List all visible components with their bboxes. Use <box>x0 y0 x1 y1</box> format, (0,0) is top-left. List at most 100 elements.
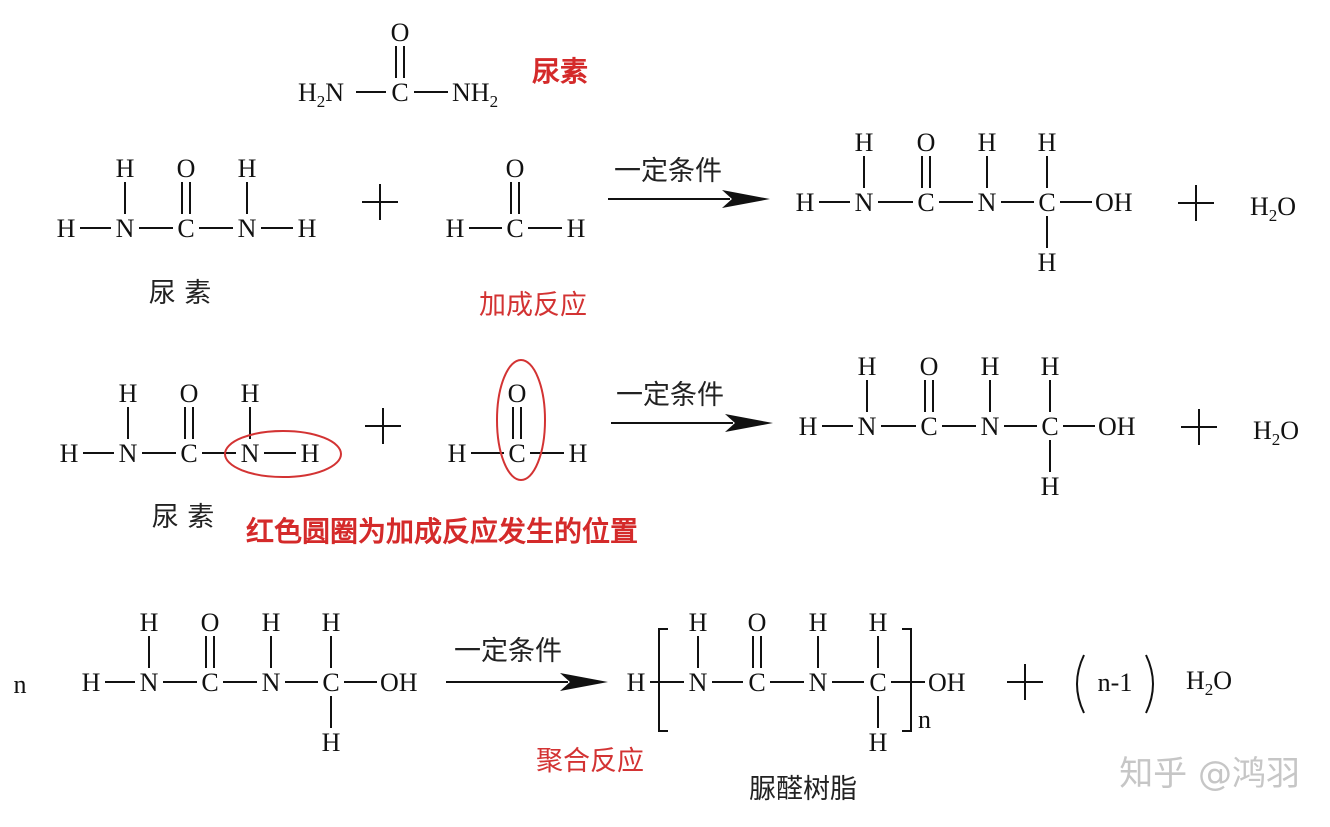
atom-n: N <box>978 188 997 217</box>
atom-h: H <box>448 439 467 468</box>
atom-n: N <box>689 668 708 697</box>
atom-h: H <box>1041 352 1060 381</box>
atom-h: H <box>627 668 646 697</box>
atom-o: O <box>506 154 525 183</box>
atom-c: C <box>1038 188 1055 217</box>
atom-h: H <box>869 608 888 637</box>
atom-c: C <box>322 668 339 697</box>
paren-right <box>1145 654 1154 714</box>
water-coefficient: n-1 <box>1098 668 1133 697</box>
atom-h: H <box>119 379 138 408</box>
atom-oh: OH <box>1095 188 1133 217</box>
reaction-type-addition: 加成反应 <box>479 290 587 321</box>
atom-o: O <box>508 379 527 408</box>
atom-h: H <box>1038 128 1057 157</box>
reactant-label-urea: 尿 素 <box>152 502 215 533</box>
atom-o: O <box>748 608 767 637</box>
atom-c: C <box>1041 412 1058 441</box>
stoichiometric-coefficient-n: n <box>14 670 27 699</box>
atom-h: H <box>322 728 341 757</box>
atom-h: H <box>140 608 159 637</box>
formula-part: O <box>1280 416 1299 445</box>
atom-n: N <box>241 439 260 468</box>
formula-part: H <box>1250 192 1269 221</box>
atom-h: H <box>57 214 76 243</box>
atom-c: C <box>391 78 408 107</box>
product-label-resin: 脲醛树脂 <box>749 774 857 805</box>
paren-left <box>1076 654 1085 714</box>
atom-h: H <box>869 728 888 757</box>
atom-c: C <box>508 439 525 468</box>
polymer-bracket-right <box>902 628 912 732</box>
atom-h: H <box>1038 248 1057 277</box>
atom-o: O <box>201 608 220 637</box>
atom-h: H <box>322 608 341 637</box>
watermark-text: 知乎 @鸿羽 <box>1119 754 1300 794</box>
atom-oh: OH <box>380 668 418 697</box>
atom-h: H <box>689 608 708 637</box>
atom-n: N <box>140 668 159 697</box>
formula: H2O <box>1250 192 1296 225</box>
reaction-arrow-head <box>722 190 770 208</box>
subscript-2: 2 <box>1269 206 1278 225</box>
atom-n: N <box>981 412 1000 441</box>
atom-n: N <box>116 214 135 243</box>
atom-c: C <box>869 668 886 697</box>
atom-o: O <box>917 128 936 157</box>
atom-c: C <box>920 412 937 441</box>
atom-oh: OH <box>928 668 966 697</box>
subscript-2: 2 <box>317 92 326 111</box>
formula: H2N <box>298 78 344 111</box>
atom-h: H <box>799 412 818 441</box>
reaction-arrow-head <box>725 414 773 432</box>
repeat-count-n: n <box>918 705 931 734</box>
atom-h: H <box>981 352 1000 381</box>
reaction-condition: 一定条件 <box>614 156 722 187</box>
atom-h: H <box>978 128 997 157</box>
formula-part: N <box>325 78 344 107</box>
atom-c: C <box>506 214 523 243</box>
atom-oh: OH <box>1098 412 1136 441</box>
polymer-bracket-left <box>658 628 668 732</box>
formula-part: H <box>1186 666 1205 695</box>
atom-c: C <box>748 668 765 697</box>
reaction-type-polymerization: 聚合反应 <box>536 746 644 777</box>
atom-h: H <box>262 608 281 637</box>
atom-h: H <box>809 608 828 637</box>
atom-h: H <box>796 188 815 217</box>
atom-o: O <box>177 154 196 183</box>
reaction-condition: 一定条件 <box>454 636 562 667</box>
atom-n: N <box>238 214 257 243</box>
atom-h: H <box>82 668 101 697</box>
atom-h: H <box>446 214 465 243</box>
atom-h: H <box>855 128 874 157</box>
atom-n: N <box>855 188 874 217</box>
urea-title: 尿素 <box>532 55 588 88</box>
formula-part: H <box>1253 416 1272 445</box>
formula: H2O <box>1186 666 1232 699</box>
formula-part: H <box>298 78 317 107</box>
atom-h: H <box>858 352 877 381</box>
atom-n: N <box>119 439 138 468</box>
atom-n: N <box>262 668 281 697</box>
formula: H2O <box>1253 416 1299 449</box>
reaction-condition: 一定条件 <box>616 380 724 411</box>
subscript-2: 2 <box>1205 680 1214 699</box>
atom-o: O <box>180 379 199 408</box>
atom-h: H <box>569 439 588 468</box>
atom-n: N <box>858 412 877 441</box>
atom-h: H <box>567 214 586 243</box>
formula-part: O <box>1277 192 1296 221</box>
atom-o: O <box>391 18 410 47</box>
addition-site-note: 红色圆圈为加成反应发生的位置 <box>246 515 638 548</box>
formula-part: NH <box>452 78 490 107</box>
subscript-2: 2 <box>1272 430 1281 449</box>
atom-c: C <box>180 439 197 468</box>
atom-n: N <box>809 668 828 697</box>
atom-h: H <box>241 379 260 408</box>
atom-h: H <box>301 439 320 468</box>
atom-h: H <box>298 214 317 243</box>
formula: NH2 <box>452 78 498 111</box>
